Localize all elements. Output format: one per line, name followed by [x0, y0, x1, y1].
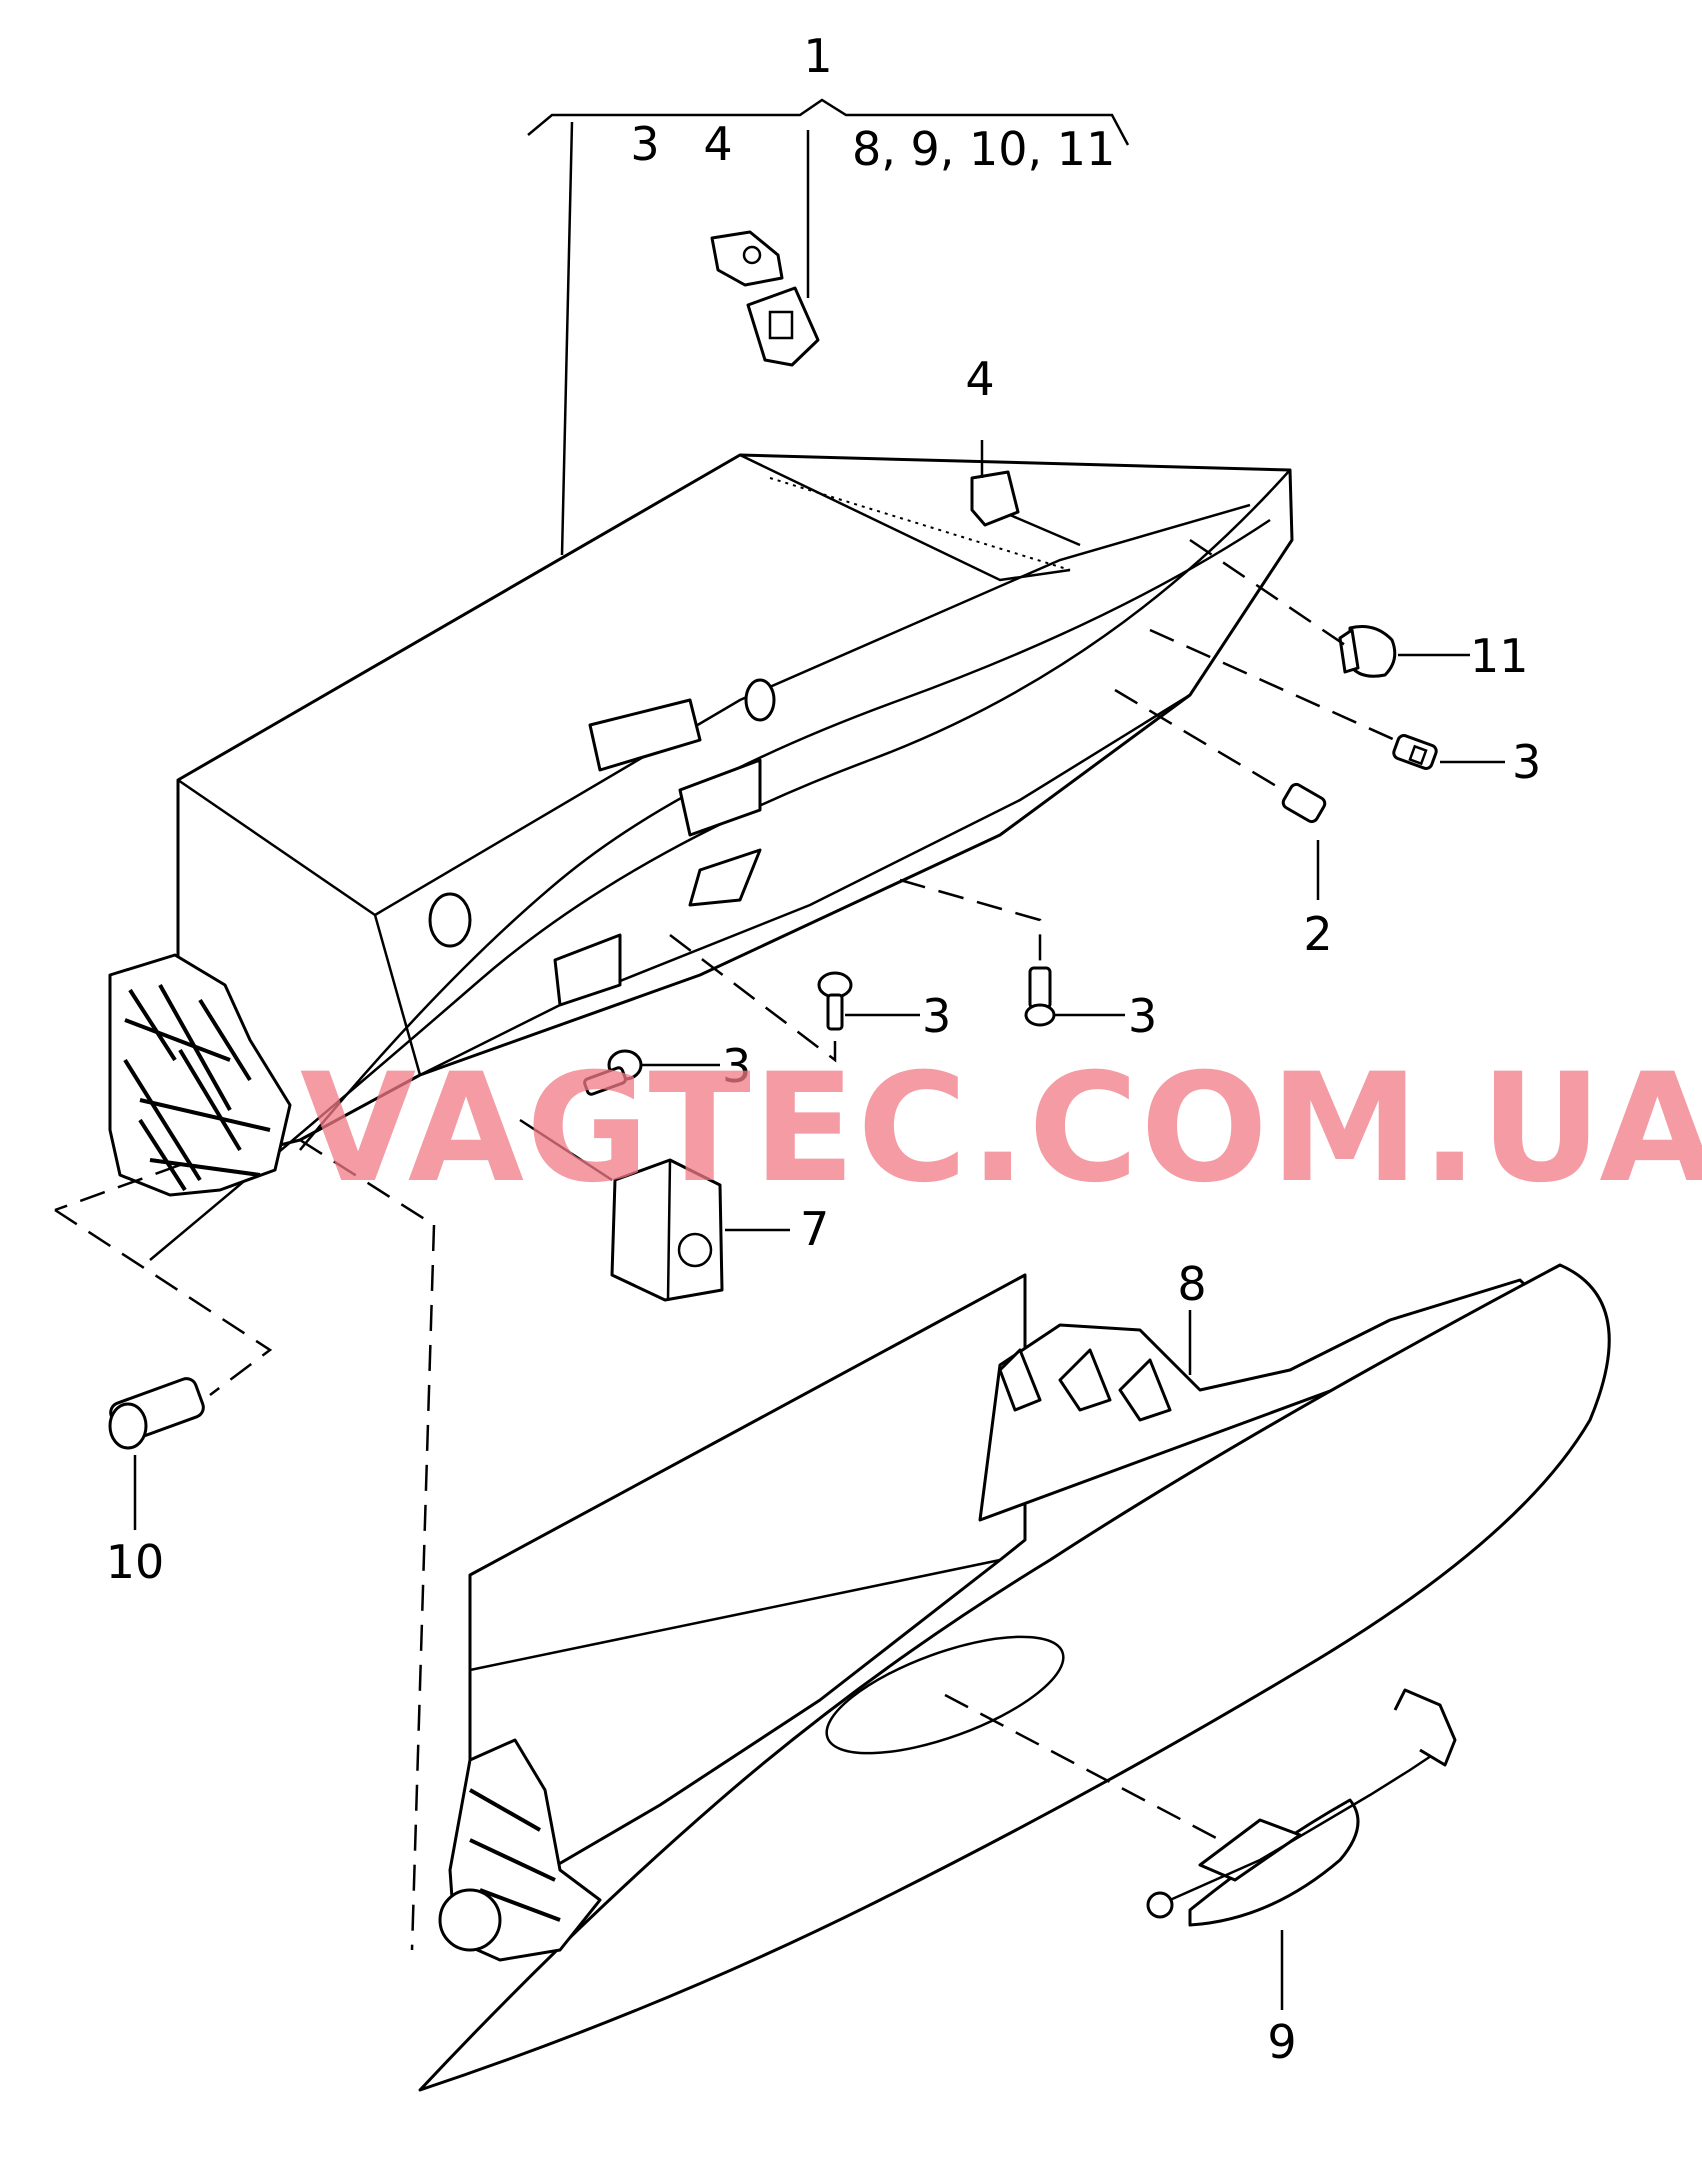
callout-1: 1 [803, 29, 832, 83]
callout-1-sub-3: 3 [630, 117, 659, 171]
left-mounting-bracket [108, 953, 292, 1197]
screw-item-3-right [1149, 628, 1505, 770]
screw-item-3-center-right [899, 878, 1125, 1027]
callout-10: 10 [106, 1535, 165, 1589]
callout-7: 7 [800, 1202, 829, 1256]
callout-4-right: 4 [965, 352, 994, 406]
clip-nut-right [970, 440, 1081, 547]
sleeve-item-10 [54, 1208, 273, 1530]
callout-1-sub-8-9-10-11: 8, 9, 10, 11 [852, 122, 1115, 176]
clip-nut-top [710, 230, 820, 367]
handle-item-9 [944, 1688, 1457, 2010]
screw-item-2 [1114, 688, 1327, 900]
callout-2: 2 [1303, 907, 1332, 961]
callout-3-right: 3 [1512, 735, 1541, 789]
callout-1-sub-4: 4 [703, 117, 732, 171]
watermark-text: VAGTEC.COM.UA [300, 1042, 1702, 1216]
callout-3-center-right: 3 [1128, 989, 1157, 1043]
screw-item-3-left [583, 1049, 720, 1096]
screw-item-3-center [669, 934, 920, 1063]
callout-3-left: 3 [722, 1039, 751, 1093]
callouts: 1 3 4 8, 9, 10, 11 4 11 3 2 3 3 3 7 8 10… [106, 29, 1542, 2069]
switch-item-7 [519, 1118, 790, 1302]
plug-item-11 [1189, 538, 1470, 678]
glove-box-lid-item-8 [418, 1263, 1611, 2092]
lid-hinge-bracket [438, 1738, 602, 1962]
callout-8: 8 [1177, 1257, 1206, 1311]
callout-9: 9 [1267, 2015, 1296, 2069]
callout-11: 11 [1470, 629, 1529, 683]
assembly-bracket [527, 98, 1130, 556]
callout-3-center: 3 [922, 989, 951, 1043]
